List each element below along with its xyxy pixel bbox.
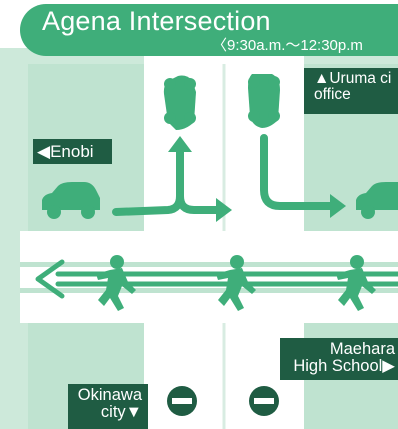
sign-line: ▲Uruma ci bbox=[314, 70, 392, 87]
direction-sign-okinawa: Okinawa city▼ bbox=[68, 384, 148, 429]
block-edge-top-left bbox=[20, 64, 28, 231]
car-icon bbox=[163, 75, 196, 130]
no-entry-icon bbox=[249, 386, 279, 416]
block-edge-bottom-left bbox=[20, 323, 28, 429]
pedestrian-icon bbox=[96, 255, 136, 311]
sign-line: Maehara bbox=[329, 340, 395, 358]
pedestrian-icon bbox=[216, 255, 256, 311]
arrow-head-up bbox=[168, 136, 192, 152]
direction-sign-enobi: ◀Enobi bbox=[33, 139, 112, 164]
time-range: 〈9:30a.m.〜12:30p.m bbox=[212, 37, 363, 54]
arrow-head-right bbox=[216, 198, 232, 222]
page-title: Agena Intersection bbox=[42, 6, 271, 36]
sign-line: city▼ bbox=[100, 403, 142, 422]
pedestrian-icon bbox=[336, 255, 376, 311]
car-icon bbox=[356, 182, 398, 219]
arrow-icon bbox=[112, 142, 224, 216]
direction-sign-uruma: ▲Uruma ci office bbox=[304, 68, 398, 114]
arrow-icon bbox=[260, 134, 338, 210]
title-banner bbox=[20, 4, 398, 56]
no-entry-icon bbox=[167, 386, 197, 416]
arrow-head-right bbox=[330, 194, 346, 218]
sign-line: office bbox=[314, 86, 351, 104]
car-icon bbox=[248, 74, 280, 128]
car-icon bbox=[42, 182, 100, 219]
road-horizontal bbox=[20, 231, 398, 323]
sign-line: High School▶ bbox=[293, 357, 395, 376]
crosswalk bbox=[20, 262, 398, 293]
direction-sign-maehara: Maehara High School▶ bbox=[280, 338, 398, 380]
sign-line: Okinawa bbox=[77, 386, 142, 404]
